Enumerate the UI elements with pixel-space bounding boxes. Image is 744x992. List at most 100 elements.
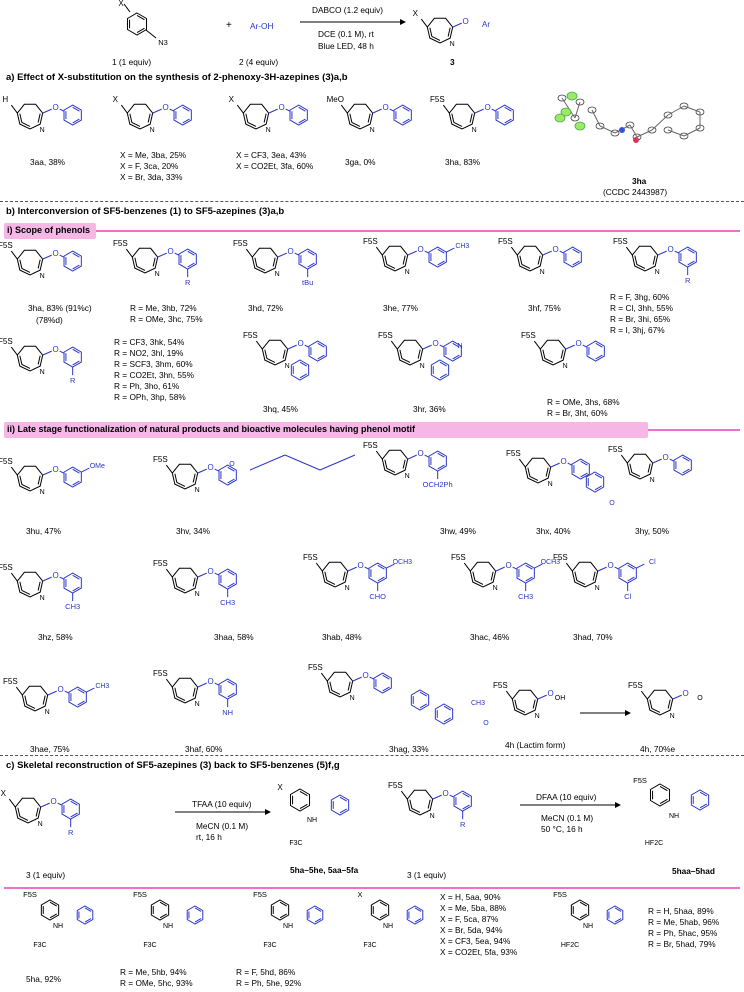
double-bond: [529, 476, 539, 481]
aromatic-bond: [72, 264, 80, 270]
r-5hb: R = Me, 5hb, 94%: [120, 967, 187, 977]
reactant-benzene: [126, 12, 148, 36]
aromatic-bond: [572, 260, 580, 266]
substituent-F5S: F5S: [0, 563, 13, 572]
double-bond: [527, 467, 531, 477]
double-bond: [386, 468, 396, 473]
oxygen-label: O: [279, 103, 285, 112]
azepine-core: [171, 463, 199, 490]
r-5haa: R = H, 5haa, 89%: [648, 906, 714, 916]
p-3hl: R = NO2, 3hl, 19%: [114, 348, 184, 358]
double-bond: [35, 807, 39, 817]
section-c-title: c) Skeletal reconstruction of SF5-azepin…: [6, 760, 340, 771]
r-5ca: X = F, 5ca, 87%: [440, 914, 499, 924]
aromatic-bond: [72, 586, 80, 592]
coumarin-ring: [585, 471, 605, 493]
naphthalene-ring: [290, 359, 310, 381]
aromatic-bond: [77, 700, 85, 706]
p-3hs: R = OMe, 3hs, 68%: [547, 397, 620, 407]
lactim-oh: OH: [555, 695, 566, 702]
aryl-bond: [674, 250, 679, 254]
aromatic-bond: [595, 342, 603, 348]
double-bond: [402, 459, 406, 469]
nitrogen-label: N: [420, 363, 425, 370]
substituent-bond: [390, 340, 398, 350]
oxygen-label: O: [53, 571, 59, 580]
oxygen-label: O: [298, 339, 304, 348]
aromatic-bond: [379, 913, 388, 919]
para-substituent: CH3: [65, 602, 80, 611]
aryl-bond: [214, 682, 219, 686]
nitrogen-label: N: [195, 591, 200, 598]
para-substituent: OCH2Ph: [423, 480, 453, 489]
azepine-core: [326, 671, 354, 698]
section-a-title: a) Effect of X-substitution on the synth…: [6, 72, 348, 83]
substituent-bond: [320, 672, 328, 682]
aromatic-bond: [443, 717, 452, 723]
substituent-F5S: F5S: [430, 95, 445, 104]
result-aryl-3: [406, 905, 424, 925]
n-3hab: 3hab, 48%: [322, 632, 362, 642]
double-bond: [264, 349, 268, 359]
aromatic-bond: [462, 804, 470, 810]
oxygen-label: O: [53, 103, 59, 112]
p-3hr: 3hr, 36%: [413, 404, 446, 414]
result-acyl-2: F3C: [263, 942, 276, 949]
nitrogen-label: N: [150, 127, 155, 134]
aryl-ring: [393, 104, 412, 126]
p-3ht: R = Br, 3ht, 60%: [547, 408, 608, 418]
ether-bond: [277, 252, 287, 258]
n-3hac: 3hac, 46%: [470, 632, 510, 642]
ether-bond: [495, 566, 505, 572]
aryl-bond: [59, 254, 64, 258]
azepine-core: [251, 247, 279, 274]
xray-atom: [679, 132, 689, 140]
result-ring-2: [270, 899, 290, 921]
substituent-bond: [15, 686, 23, 696]
oxygen-label: O: [208, 677, 214, 686]
cond-led: Blue LED, 48 h: [318, 41, 374, 51]
r-5fa: X = CO2Et, 5fa, 93%: [440, 947, 518, 957]
aromatic-bond: [187, 250, 195, 256]
aryl-ring: [63, 572, 82, 594]
aryl-bond: [449, 794, 454, 798]
ether-bond: [152, 108, 162, 114]
aryl-ring: [673, 454, 692, 476]
oxygen-label: O: [548, 689, 554, 698]
oxygen-label: O: [383, 103, 389, 112]
aryl-bond: [364, 566, 369, 570]
aromatic-bond: [579, 913, 588, 919]
substituent-bond: [10, 104, 18, 114]
double-bond: [490, 571, 494, 581]
oxygen-label: O: [443, 789, 449, 798]
double-bond: [192, 577, 196, 587]
product-cf3: F3C: [289, 840, 302, 847]
aryl-bond: [59, 350, 64, 354]
alkyl-chain: [249, 454, 286, 471]
double-bond: [174, 687, 178, 697]
substituent-bond: [10, 572, 18, 582]
double-bond: [272, 257, 276, 267]
nitrogen-label: N: [40, 273, 45, 280]
double-bond: [176, 586, 186, 591]
aromatic-bond: [279, 901, 288, 907]
double-bond: [516, 708, 526, 713]
aromatic-bond: [72, 252, 80, 258]
oxygen-label: O: [668, 245, 674, 254]
xray-nitrogen: [619, 127, 625, 133]
c-left-start: 3 (1 equiv): [26, 870, 66, 880]
azepine-core: [516, 245, 544, 272]
ether-bond: [550, 462, 560, 468]
aryl-ring: [563, 246, 582, 268]
double-bond: [147, 113, 151, 123]
aromatic-bond: [377, 576, 385, 582]
ortho-substituent: CH3: [455, 243, 469, 250]
substituent-F5S: F5S: [451, 553, 466, 562]
subheader-phenols: i) Scope of phenols: [7, 225, 91, 235]
double-bond: [545, 467, 549, 477]
double-bond: [560, 349, 564, 359]
double-bond: [367, 113, 371, 123]
double-bond: [174, 577, 178, 587]
result-aryl-2: [306, 905, 324, 925]
nitrogen-label: N: [155, 271, 160, 278]
